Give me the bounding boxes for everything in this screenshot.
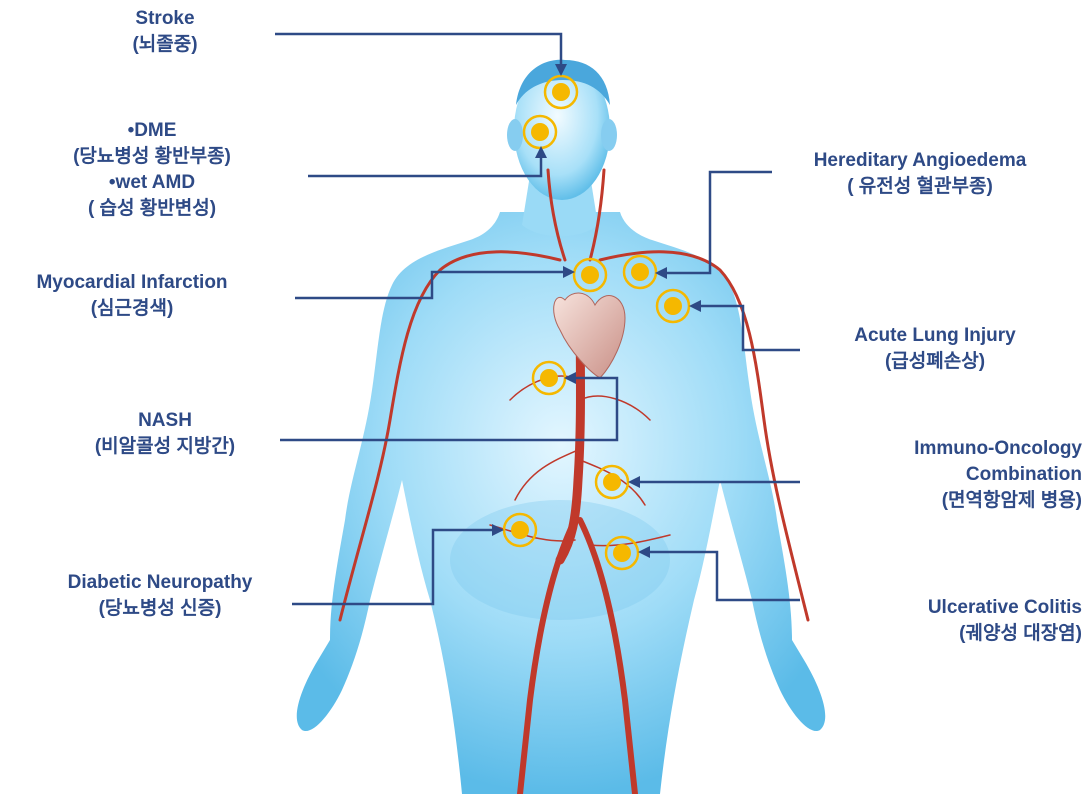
label-nash-en: NASH (50, 408, 280, 434)
connector-eye (308, 154, 541, 176)
ear-right (601, 119, 617, 151)
label-nash-ko: (비알콜성 지방간) (50, 434, 280, 460)
label-immuno-en1: Immuno-Oncology (820, 436, 1082, 462)
label-myocardial-ko: (심근경색) (0, 296, 264, 322)
label-lung: Acute Lung Injury (급성폐손상) (815, 323, 1055, 375)
label-colitis: Ulcerative Colitis (궤양성 대장염) (820, 595, 1082, 647)
label-eye-line4: ( 습성 황반변성) (20, 196, 284, 222)
label-colitis-ko: (궤양성 대장염) (820, 621, 1082, 647)
label-colitis-en: Ulcerative Colitis (820, 595, 1082, 621)
label-eye-line3: •wet AMD (20, 170, 284, 196)
label-myocardial-en: Myocardial Infarction (0, 270, 264, 296)
label-eye-line2: (당뇨병성 황반부종) (20, 144, 284, 170)
connector-stroke (275, 34, 561, 68)
label-hereditary-ko: ( 유전성 혈관부종) (770, 174, 1070, 200)
label-immuno: Immuno-Oncology Combination (면역항암제 병용) (820, 436, 1082, 514)
label-lung-en: Acute Lung Injury (815, 323, 1055, 349)
label-nash: NASH (비알콜성 지방간) (50, 408, 280, 460)
label-diabetic-en: Diabetic Neuropathy (30, 570, 290, 596)
label-hereditary: Hereditary Angioedema ( 유전성 혈관부종) (770, 148, 1070, 200)
ear-left (507, 119, 523, 151)
label-diabetic: Diabetic Neuropathy (당뇨병성 신증) (30, 570, 290, 622)
label-stroke: Stroke (뇌졸중) (105, 6, 225, 58)
label-immuno-en2: Combination (820, 462, 1082, 488)
label-eye: •DME (당뇨병성 황반부종) •wet AMD ( 습성 황반변성) (20, 118, 284, 222)
label-stroke-ko: (뇌졸중) (105, 32, 225, 58)
label-lung-ko: (급성폐손상) (815, 349, 1055, 375)
label-immuno-ko: (면역항암제 병용) (820, 488, 1082, 514)
human-body (297, 60, 825, 794)
label-hereditary-en: Hereditary Angioedema (770, 148, 1070, 174)
label-myocardial: Myocardial Infarction (심근경색) (0, 270, 264, 322)
label-eye-line1: •DME (20, 118, 284, 144)
label-diabetic-ko: (당뇨병성 신증) (30, 596, 290, 622)
label-stroke-en: Stroke (105, 6, 225, 32)
